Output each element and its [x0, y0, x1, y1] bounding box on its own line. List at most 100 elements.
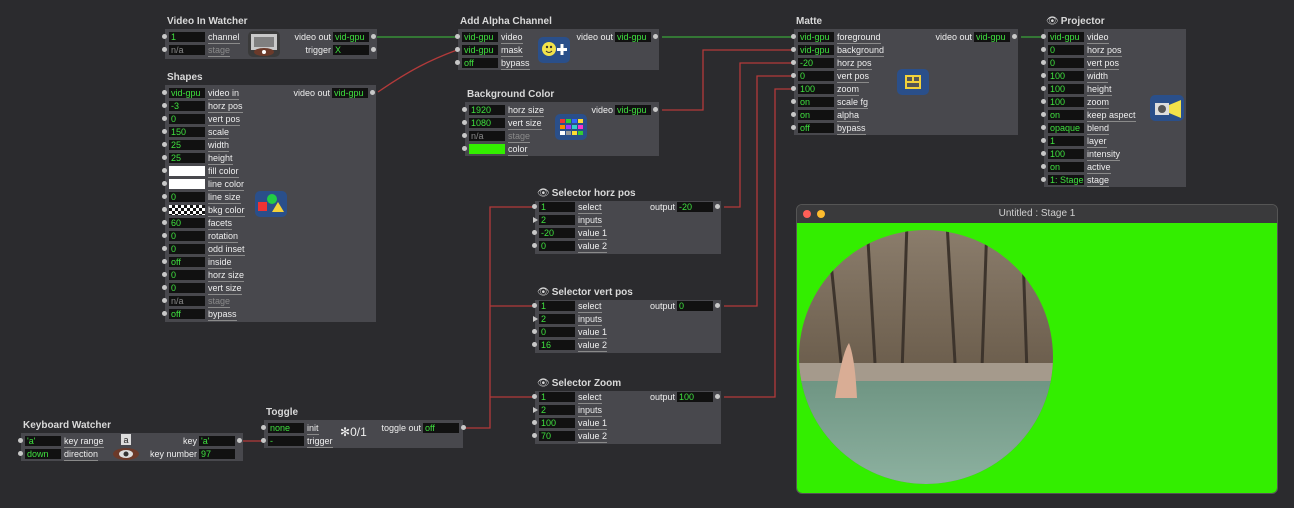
value-field[interactable]: 0 [539, 241, 575, 251]
value-field[interactable]: 1: Stage [1048, 175, 1084, 185]
value-field[interactable]: 1 [539, 392, 575, 402]
value-field[interactable]: 0 [539, 327, 575, 337]
eye-icon[interactable]: 👁 [537, 378, 550, 389]
output-key[interactable]: key'a' [129, 435, 242, 447]
value-field[interactable]: 16 [539, 340, 575, 350]
value-field[interactable]: 1 [539, 202, 575, 212]
value-field[interactable]: 0 [169, 270, 205, 280]
value-field[interactable]: 60 [169, 218, 205, 228]
input-trigger[interactable]: -trigger [261, 435, 463, 448]
value-field[interactable]: 1 [1048, 136, 1084, 146]
output-output[interactable]: output-20 [637, 201, 720, 213]
value-field[interactable]: 0 [1048, 58, 1084, 68]
value-field[interactable]: off [798, 123, 834, 133]
value-field[interactable]: 0 [798, 71, 834, 81]
value-field[interactable]: 100 [1048, 97, 1084, 107]
input-bkg-color[interactable]: bkg color [162, 204, 376, 217]
value-field[interactable]: off [169, 257, 205, 267]
input-line-color[interactable]: line color [162, 178, 376, 191]
value-field[interactable]: on [798, 110, 834, 120]
value-field[interactable]: on [1048, 110, 1084, 120]
color-swatch[interactable] [169, 179, 205, 189]
value-field[interactable]: 2 [539, 405, 575, 415]
close-button[interactable] [803, 210, 811, 218]
color-swatch[interactable] [169, 166, 205, 176]
value-field[interactable]: off [169, 309, 205, 319]
value-field[interactable]: 0 [169, 283, 205, 293]
value-field[interactable]: 100 [798, 84, 834, 94]
input-fill-color[interactable]: fill color [162, 165, 376, 178]
value-field[interactable]: n/a [169, 296, 205, 306]
value-field[interactable]: -3 [169, 101, 205, 111]
value-field[interactable]: 0 [169, 192, 205, 202]
value-field[interactable]: -20 [798, 58, 834, 68]
value-field[interactable]: 70 [539, 431, 575, 441]
value-field[interactable]: 150 [169, 127, 205, 137]
stage-titlebar[interactable]: Untitled : Stage 1 [797, 205, 1277, 223]
input-color[interactable]: color [462, 143, 659, 156]
color-swatch[interactable] [169, 205, 205, 215]
input-key-range[interactable]: 'a'key range [18, 435, 243, 448]
value-field[interactable]: 1 [539, 301, 575, 311]
eye-icon[interactable]: 👁 [537, 287, 550, 298]
value-field[interactable]: 0 [1048, 45, 1084, 55]
value-field[interactable]: 100 [539, 418, 575, 428]
value-field[interactable]: on [1048, 162, 1084, 172]
eye-icon[interactable]: 👁 [537, 188, 550, 199]
color-swatch[interactable] [469, 144, 505, 154]
value-field[interactable]: on [798, 97, 834, 107]
